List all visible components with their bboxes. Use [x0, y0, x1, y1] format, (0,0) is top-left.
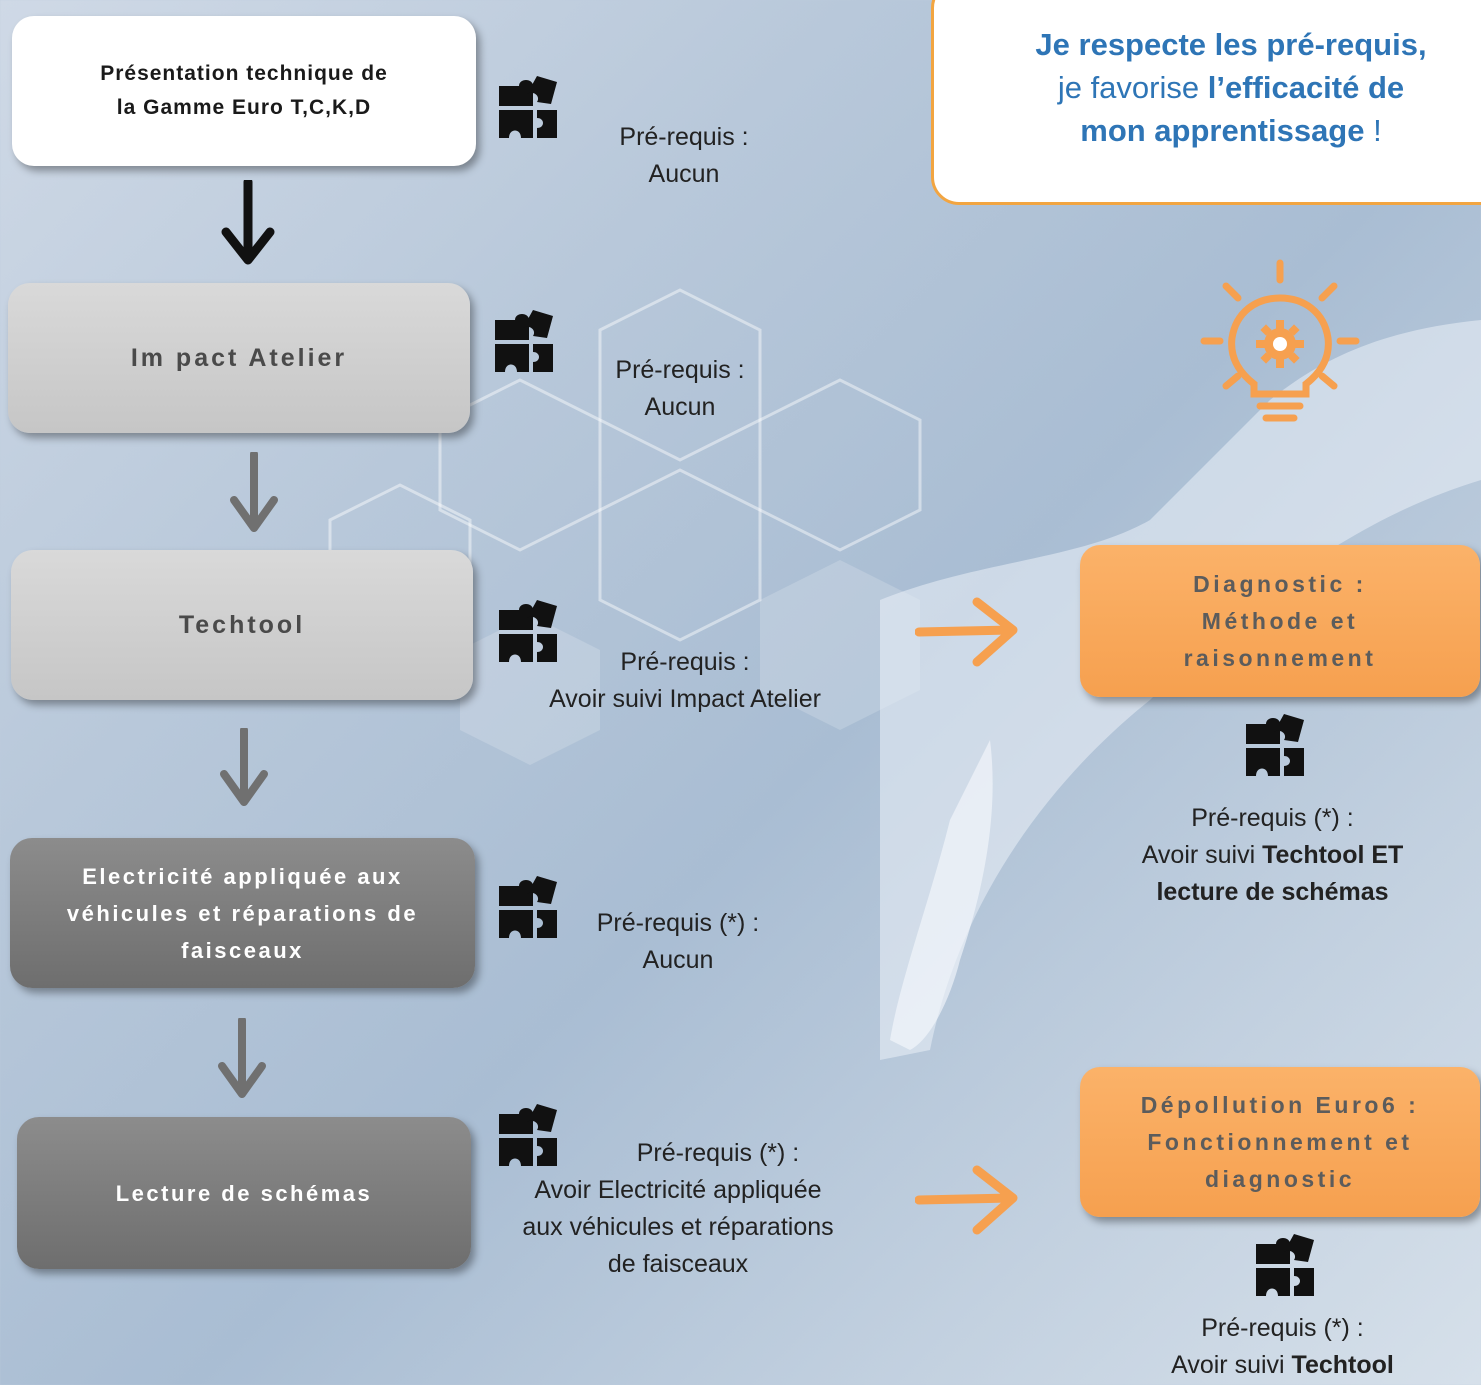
course-box-presentation-gamme[interactable]: Présentation technique de la Gamme Euro …: [12, 16, 476, 166]
prereq-value-bold: Techtool: [1291, 1351, 1394, 1379]
course-box-diagnostic[interactable]: Diagnostic : Méthode et raisonnement: [1080, 545, 1480, 697]
right-arrow-icon: [915, 1165, 1018, 1235]
callout-line-1: Je respecte les pré-requis,: [1035, 27, 1427, 62]
callout-line-2a: je favorise: [1057, 70, 1208, 105]
puzzle-icon: [499, 600, 557, 662]
prereq-value: aux véhicules et réparations: [522, 1213, 834, 1241]
puzzle-icon: [499, 76, 557, 138]
course-label-line: Diagnostic :: [1193, 570, 1367, 597]
lightbulb-gear-icon: [1200, 259, 1360, 422]
course-label-line: Méthode et: [1201, 607, 1359, 634]
down-arrow-icon: [230, 452, 278, 532]
course-label-line: Dépollution Euro6 :: [1140, 1091, 1420, 1118]
puzzle-icon: [499, 876, 557, 938]
course-label-line: véhicules et réparations de: [66, 900, 419, 926]
callout-line-3b: !: [1364, 113, 1382, 148]
course-box-impact-atelier[interactable]: Im pact Atelier: [8, 283, 470, 433]
prereq-value: Aucun: [644, 393, 716, 421]
prereq-title: Pré-requis (*) :: [1191, 804, 1354, 832]
course-label-line: Présentation technique de: [100, 62, 388, 85]
prereq-title: Pré-requis (*) :: [636, 1139, 800, 1167]
down-arrow-icon: [221, 180, 275, 265]
puzzle-icon: [1246, 714, 1304, 776]
course-box-techtool[interactable]: Techtool: [11, 550, 473, 700]
course-label-line: faisceaux: [181, 937, 304, 963]
callout-box: Je respecte les pré-requis, je favorise …: [931, 0, 1481, 205]
course-label: Lecture de schémas: [115, 1180, 373, 1206]
prereq-value-bold: lecture de schémas: [1156, 878, 1389, 906]
prereq-title: Pré-requis (*) :: [596, 909, 760, 937]
prereq-title: Pré-requis :: [619, 123, 749, 151]
course-label-line: diagnostic: [1204, 1165, 1355, 1192]
prereq-value: Aucun: [648, 160, 720, 188]
prereq-value: Avoir Electricité appliquée: [534, 1176, 822, 1204]
prereq-text: Pré-requis : Aucun: [564, 119, 804, 193]
course-box-depollution-euro6[interactable]: Dépollution Euro6 : Fonctionnement et di…: [1080, 1067, 1480, 1217]
prereq-title: Pré-requis (*) :: [1201, 1314, 1364, 1342]
right-arrow-icon: [915, 597, 1018, 667]
prereq-text: Pré-requis (*) : Avoir Electricité appli…: [480, 1135, 876, 1283]
course-label-line: raisonnement: [1183, 644, 1377, 671]
prereq-value: Avoir suivi Impact Atelier: [549, 685, 821, 713]
puzzle-icon: [499, 1104, 557, 1166]
course-label-line: Fonctionnement et: [1147, 1128, 1413, 1155]
callout-line-2b: l’efficacité de: [1207, 70, 1405, 105]
callout-line-3a: mon apprentissage: [1080, 113, 1365, 148]
prereq-value-bold: Techtool ET: [1262, 841, 1404, 869]
prereq-value: de faisceaux: [607, 1250, 749, 1278]
course-label: Im pact Atelier: [130, 343, 348, 372]
prereq-value: Avoir suivi: [1171, 1351, 1292, 1379]
course-label: Techtool: [178, 610, 306, 639]
prereq-text: Pré-requis (*) : Avoir suivi Techtool ET…: [1100, 800, 1445, 911]
prereq-text: Pré-requis (*) : Aucun: [560, 905, 796, 979]
down-arrow-icon: [218, 1018, 266, 1098]
course-box-electricite[interactable]: Electricité appliquée aux véhicules et r…: [10, 838, 475, 988]
course-box-lecture-schemas[interactable]: Lecture de schémas: [17, 1117, 471, 1269]
prereq-value: Aucun: [642, 946, 714, 974]
puzzle-icon: [495, 310, 553, 372]
prereq-text: Pré-requis : Aucun: [560, 352, 800, 426]
course-label-line: la Gamme Euro T,C,K,D: [116, 96, 372, 119]
prereq-title: Pré-requis :: [615, 356, 745, 384]
down-arrow-icon: [220, 728, 268, 806]
prereq-value: Avoir suivi: [1141, 841, 1263, 869]
puzzle-icon: [1256, 1234, 1314, 1296]
prereq-text: Pré-requis (*) : Avoir suivi Techtool: [1120, 1310, 1445, 1384]
prereq-title: Pré-requis :: [620, 648, 750, 676]
prereq-text: Pré-requis : Avoir suivi Impact Atelier: [510, 644, 860, 718]
course-label-line: Electricité appliquée aux: [82, 863, 403, 889]
